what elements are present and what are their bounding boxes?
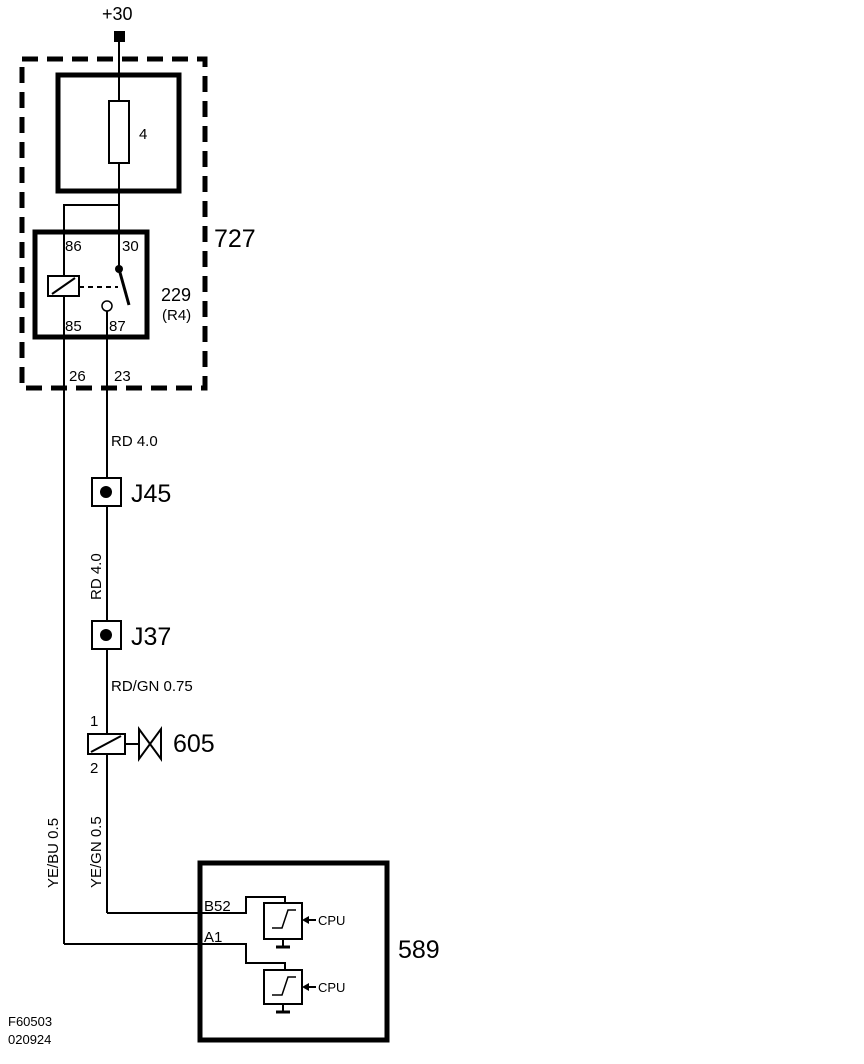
- relay-box: [32, 229, 150, 340]
- ecu-input-stage-2: [263, 969, 303, 1005]
- cpu-arrow-2-head: [302, 983, 309, 991]
- supply-terminal: [114, 31, 125, 42]
- valve-solenoid-slash: [90, 735, 122, 753]
- footer-date: 020924: [8, 1032, 51, 1047]
- wire-label-ye-gn: YE/GN 0.5: [88, 816, 105, 888]
- relay-sub-label: (R4): [162, 307, 191, 324]
- ecu-input-stage-1: [263, 902, 303, 940]
- valve-symbol: [138, 725, 162, 763]
- connector-pin-23: 23: [114, 368, 131, 385]
- relay-label: 229: [161, 285, 191, 305]
- pin86-feed-wire: [63, 204, 119, 276]
- supply-label: +30: [102, 4, 133, 24]
- footer-code: F60503: [8, 1014, 52, 1029]
- connector-pin-26: 26: [69, 368, 86, 385]
- fuse-number: 4: [139, 126, 147, 143]
- relay-pin-86: 86: [65, 238, 82, 255]
- wire-label-rd-gn: RD/GN 0.75: [111, 678, 193, 695]
- ecu-stage-1-symbol: [272, 909, 296, 929]
- relay-switch-arm: [117, 268, 131, 306]
- splice-j45-dot: [100, 486, 112, 498]
- cpu-label-2: CPU: [318, 980, 345, 995]
- relay-pin-30: 30: [122, 238, 139, 255]
- ecu-box: [197, 860, 390, 1043]
- relay-coil-slash: [51, 277, 76, 295]
- relay-pin-85: 85: [65, 318, 82, 335]
- ecu-b52-internal: [200, 896, 286, 914]
- wire-label-ye-bu: YE/BU 0.5: [45, 818, 62, 888]
- fuse-symbol: [108, 100, 130, 164]
- splice-j37-dot: [100, 629, 112, 641]
- ecu-a1-internal: [200, 943, 286, 970]
- ecu-label: 589: [398, 936, 440, 964]
- wire-label-rd-4-0-a: RD 4.0: [111, 433, 158, 450]
- relay-contact-87: [101, 300, 113, 312]
- valve-pin-2: 2: [90, 760, 98, 777]
- module-727-outline: [19, 56, 208, 391]
- relay-pin-87: 87: [109, 318, 126, 335]
- valve-label: 605: [173, 730, 215, 758]
- ecu-pin-a1: A1: [204, 929, 222, 946]
- wire-label-rd-4-0-b: RD 4.0: [88, 553, 105, 600]
- ecu-stage-2-symbol: [272, 976, 296, 996]
- valve-pin-1: 1: [90, 713, 98, 730]
- ecu-pin-b52: B52: [204, 898, 231, 915]
- module-727-label: 727: [214, 225, 256, 253]
- splice-j37-label: J37: [131, 623, 171, 651]
- cpu-label-1: CPU: [318, 913, 345, 928]
- cpu-arrow-1-head: [302, 916, 309, 924]
- splice-j45-label: J45: [131, 480, 171, 508]
